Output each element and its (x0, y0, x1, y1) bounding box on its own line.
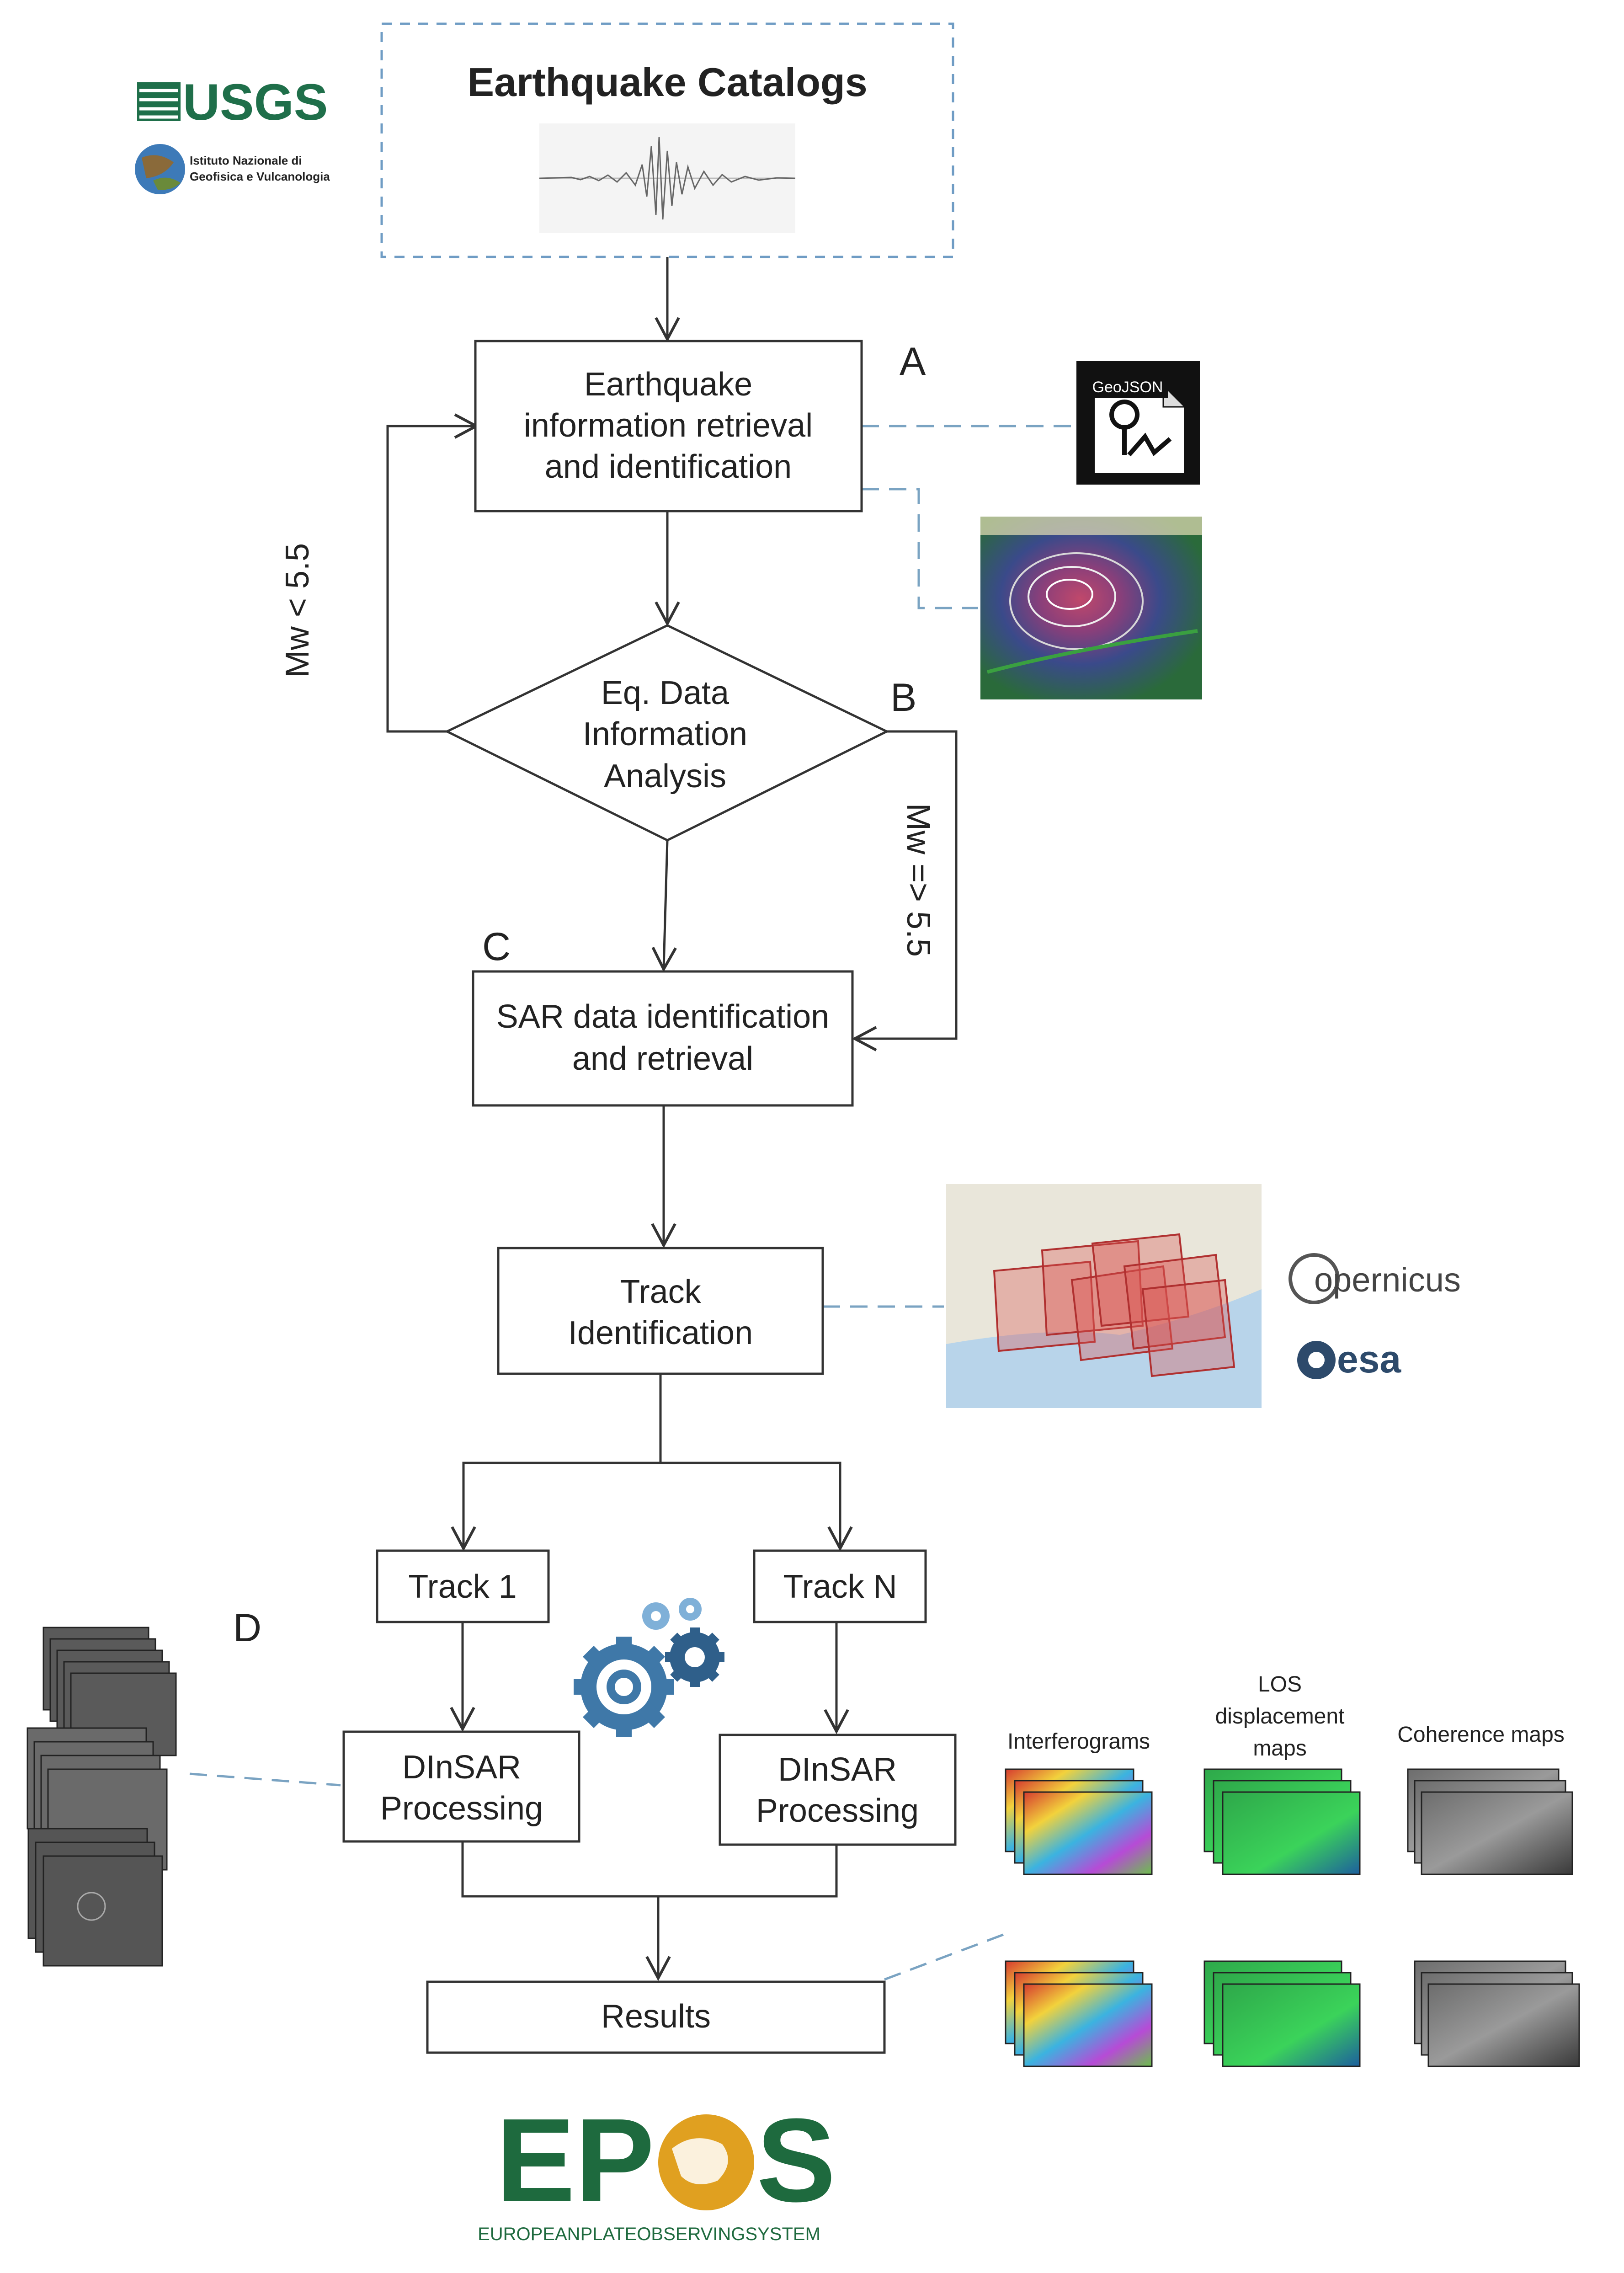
los-displacement-output: LOS displacement maps (1203, 1672, 1361, 2067)
sar-line2: and retrieval (572, 1040, 753, 1077)
step-dinsar1: DInSAR Processing (342, 1730, 580, 1843)
dinsar1-line1: DInSAR (402, 1749, 521, 1786)
flow-connectors (386, 257, 958, 1981)
ingv-logo-line2: Geofisica e Vulcanologia (190, 170, 330, 183)
los-line1: LOS (1258, 1672, 1302, 1697)
analysis-tag: B (890, 676, 916, 720)
step-results: Results (426, 1980, 886, 2054)
retrieval-line3: and identification (545, 448, 792, 485)
track-id-line2: Identification (568, 1315, 753, 1351)
interferograms-label: Interferograms (1007, 1729, 1150, 1754)
step-dinsarN: DInSAR Processing (719, 1734, 957, 1846)
dinsarN-line1: DInSAR (778, 1751, 897, 1788)
ingv-logo: Istituto Nazionale di Geofisica e Vulcan… (135, 144, 330, 194)
coherence-output: Coherence maps (1397, 1723, 1580, 2067)
dinsar1-line2: Processing (380, 1790, 543, 1827)
interferograms-output: Interferograms (1005, 1729, 1153, 2067)
epos-left: EP (496, 2094, 655, 2227)
analysis-line3: Analysis (604, 758, 726, 795)
earthquake-catalogs-panel: Earthquake Catalogs (380, 22, 954, 258)
condition-low-magnitude: Mw < 5.5 (279, 543, 316, 678)
dinsarN-line2: Processing (756, 1793, 919, 1829)
usgs-logo: USGS (137, 74, 328, 131)
condition-high-magnitude: Mw => 5.5 (900, 803, 937, 957)
track1-label: Track 1 (408, 1569, 516, 1605)
los-line2: displacement (1215, 1704, 1345, 1729)
step-retrieval: Earthquake information retrieval and ide… (474, 340, 926, 512)
trackN-label: Track N (783, 1569, 897, 1605)
step-analysis: Eq. Data Information Analysis B (444, 624, 916, 842)
analysis-line2: Information (583, 716, 747, 752)
epos-logo: EP S EUROPEANPLATEOBSERVINGSYSTEM (478, 2094, 836, 2244)
merge-line (461, 1841, 838, 1898)
analysis-line1: Eq. Data (601, 675, 729, 711)
usgs-logo-text: USGS (183, 74, 328, 131)
sar-image-stack (27, 1627, 177, 1967)
copernicus-text: opernicus (1314, 1261, 1461, 1299)
sar-tag: C (482, 925, 511, 969)
dashed-leaders (189, 425, 1074, 1981)
epos-right: S (756, 2094, 836, 2227)
coherence-label: Coherence maps (1397, 1723, 1565, 1747)
track-id-line1: Track (620, 1274, 701, 1310)
esa-text: esa (1337, 1338, 1401, 1381)
step-track1: Track 1 (376, 1549, 550, 1623)
results-label: Results (601, 1998, 711, 2035)
retrieval-tag: A (900, 340, 926, 384)
retrieval-line2: information retrieval (524, 407, 813, 444)
earthquake-catalogs-title: Earthquake Catalogs (467, 59, 867, 105)
arrow-to-track1 (451, 1374, 662, 1552)
shakemap-image (980, 517, 1202, 699)
geojson-label: GeoJSON (1092, 379, 1163, 396)
step-trackN: Track N (753, 1549, 927, 1623)
geojson-file-icon: GeoJSON (1076, 361, 1200, 485)
los-line3: maps (1253, 1736, 1306, 1761)
arrow-high-magnitude (852, 730, 958, 1051)
processing-gears-icon (574, 1598, 724, 1737)
ingv-logo-line1: Istituto Nazionale di (190, 154, 302, 167)
seismogram-image (539, 123, 796, 233)
retrieval-line1: Earthquake (584, 366, 752, 403)
track-footprint-map (946, 1184, 1262, 1408)
sar-line1: SAR data identification (496, 998, 829, 1035)
step-track-identification: Track Identification (497, 1247, 824, 1375)
copernicus-logo: opernicus (1289, 1253, 1461, 1304)
dinsar-tag: D (233, 1606, 261, 1650)
arrow-loop-low-magnitude (386, 413, 479, 733)
step-sar: SAR data identification and retrieval C (472, 925, 854, 1107)
epos-subtitle: EUROPEANPLATEOBSERVINGSYSTEM (478, 2224, 820, 2244)
esa-logo: esa (1297, 1338, 1401, 1381)
arrow-analysis-to-sar (651, 840, 677, 972)
arrow-to-trackN (660, 1462, 853, 1552)
